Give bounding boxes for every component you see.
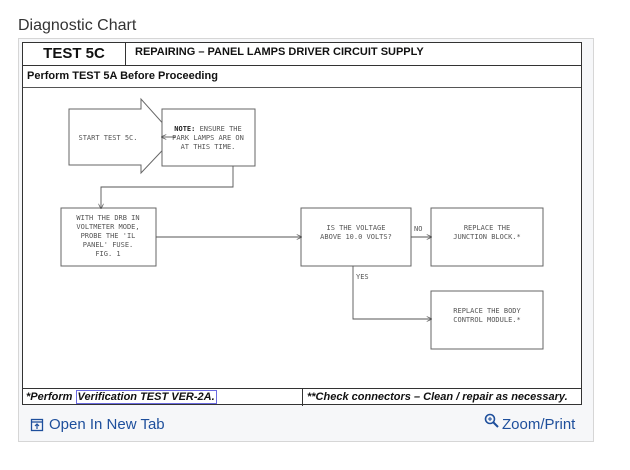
probe-text: WITH THE DRB IN VOLTMETER MODE, PROBE TH… <box>76 214 139 258</box>
question-box <box>300 207 412 267</box>
edge-yes <box>352 266 431 319</box>
svg-text:JUNCTION BLOCK.*: JUNCTION BLOCK.* <box>453 233 520 241</box>
prerequisite: Perform TEST 5A Before Proceeding <box>27 70 218 82</box>
svg-text:CONTROL MODULE.*: CONTROL MODULE.* <box>453 316 520 324</box>
svg-text:WITH THE DRB IN: WITH THE DRB IN <box>76 214 139 222</box>
question-text: IS THE VOLTAGE ABOVE 10.0 VOLTS? <box>320 224 392 241</box>
footer-prefix: *Perform <box>26 391 76 403</box>
diagnostic-chart: TEST 5C REPAIRING – PANEL LAMPS DRIVER C… <box>22 42 582 406</box>
start-label: START TEST 5C. <box>78 134 137 142</box>
svg-text:ABOVE 10.0 VOLTS?: ABOVE 10.0 VOLTS? <box>320 233 392 241</box>
divider <box>302 389 303 406</box>
svg-text:REPLACE THE BODY: REPLACE THE BODY <box>453 307 521 315</box>
svg-text:PROBE THE 'IL: PROBE THE 'IL <box>81 232 136 240</box>
svg-text:VOLTMETER MODE,: VOLTMETER MODE, <box>76 223 139 231</box>
open-new-tab-label: Open In New Tab <box>49 416 165 433</box>
no-label: NO <box>414 225 422 233</box>
bcm-box <box>430 290 544 350</box>
svg-text:IS THE VOLTAGE: IS THE VOLTAGE <box>326 224 385 232</box>
divider <box>23 87 581 88</box>
zoom-print-button[interactable]: Zoom/Print <box>484 413 576 433</box>
svg-text:AT THIS TIME.: AT THIS TIME. <box>181 143 236 151</box>
yes-label: YES <box>356 273 369 281</box>
chart-footer: *Perform Verification TEST VER-2A. **Che… <box>23 388 581 406</box>
svg-text:NOTE: ENSURE THE: NOTE: ENSURE THE <box>174 125 241 133</box>
svg-text:REPLACE THE: REPLACE THE <box>464 224 510 232</box>
junction-box <box>430 207 544 267</box>
chart-heading: REPAIRING – PANEL LAMPS DRIVER CIRCUIT S… <box>135 46 424 58</box>
svg-text:FIG. 1: FIG. 1 <box>95 250 120 258</box>
svg-text:PANEL' FUSE.: PANEL' FUSE. <box>83 241 134 249</box>
open-new-tab-icon <box>30 418 44 431</box>
zoom-print-label: Zoom/Print <box>502 416 576 433</box>
open-new-tab-button[interactable]: Open In New Tab <box>30 416 165 433</box>
test-id: TEST 5C <box>23 43 126 66</box>
edge-note-probe <box>101 166 234 208</box>
note-box <box>161 108 256 167</box>
junction-text: REPLACE THE JUNCTION BLOCK.* <box>453 224 520 241</box>
svg-text:PARK LAMPS ARE ON: PARK LAMPS ARE ON <box>172 134 244 142</box>
footer-right: **Check connectors – Clean / repair as n… <box>307 391 568 403</box>
note-text: NOTE: ENSURE THE PARK LAMPS ARE ON AT TH… <box>172 125 244 151</box>
magnifier-zoom-icon <box>484 413 499 428</box>
page-title: Diagnostic Chart <box>18 17 137 34</box>
footer-left: *Perform Verification TEST VER-2A. <box>26 390 217 404</box>
verification-test-link[interactable]: Verification TEST VER-2A. <box>75 390 217 404</box>
start-arrow-shape <box>68 97 176 175</box>
probe-box <box>60 207 157 267</box>
divider <box>126 65 581 66</box>
flowchart: START TEST 5C. NOTE: ENSURE THE PARK LAM… <box>60 97 544 350</box>
bcm-text: REPLACE THE BODY CONTROL MODULE.* <box>453 307 521 324</box>
